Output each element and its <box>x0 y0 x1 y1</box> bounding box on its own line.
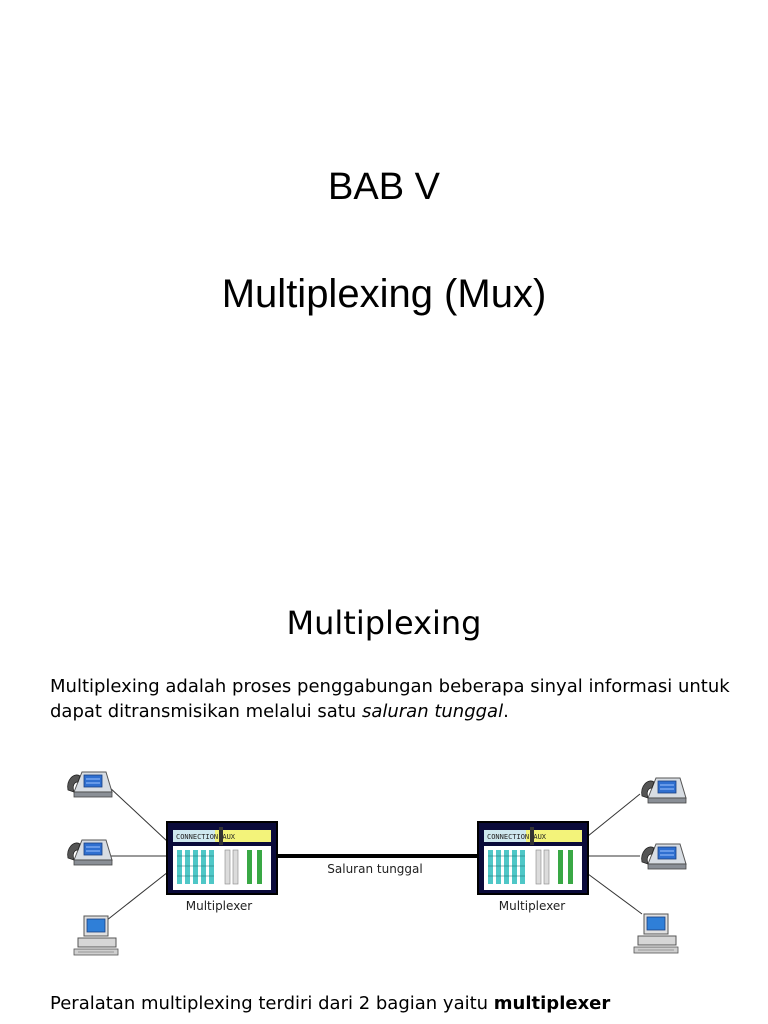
computer-icon <box>73 915 119 956</box>
multiplexer-right-icon <box>477 821 589 895</box>
telephone-icon <box>67 771 113 798</box>
chapter-title: Multiplexing (Mux) <box>221 272 547 316</box>
telephone-icon <box>67 839 113 866</box>
telephone-icon <box>641 777 687 804</box>
multiplexing-diagram: CONNECTION AUX <box>67 771 687 956</box>
multiplexer-left-icon <box>166 821 278 895</box>
left-multiplexer-label: Multiplexer <box>186 899 253 913</box>
definition-text: Multiplexing adalah proses penggabungan … <box>50 676 730 722</box>
slide-title: BAB V Multiplexing (Mux) <box>221 166 547 316</box>
definition-end: . <box>503 701 509 722</box>
computer-icon <box>633 913 679 954</box>
components-paragraph: Peralatan multiplexing terdiri dari 2 ba… <box>50 992 750 1016</box>
chapter-label: BAB V <box>328 166 440 208</box>
definition-emphasis: saluran tunggal <box>361 701 504 722</box>
definition-paragraph: Multiplexing adalah proses penggabungan … <box>50 674 750 724</box>
channel-label: Saluran tunggal <box>327 862 422 876</box>
telephone-icon <box>641 843 687 870</box>
slide-heading: Multiplexing <box>286 604 482 642</box>
components-bold: multiplexer <box>493 993 611 1014</box>
right-multiplexer-label: Multiplexer <box>499 899 566 913</box>
slide-multiplexing: Multiplexing Multiplexing adalah proses … <box>0 512 768 1024</box>
components-text: Peralatan multiplexing terdiri dari 2 ba… <box>50 993 494 1014</box>
